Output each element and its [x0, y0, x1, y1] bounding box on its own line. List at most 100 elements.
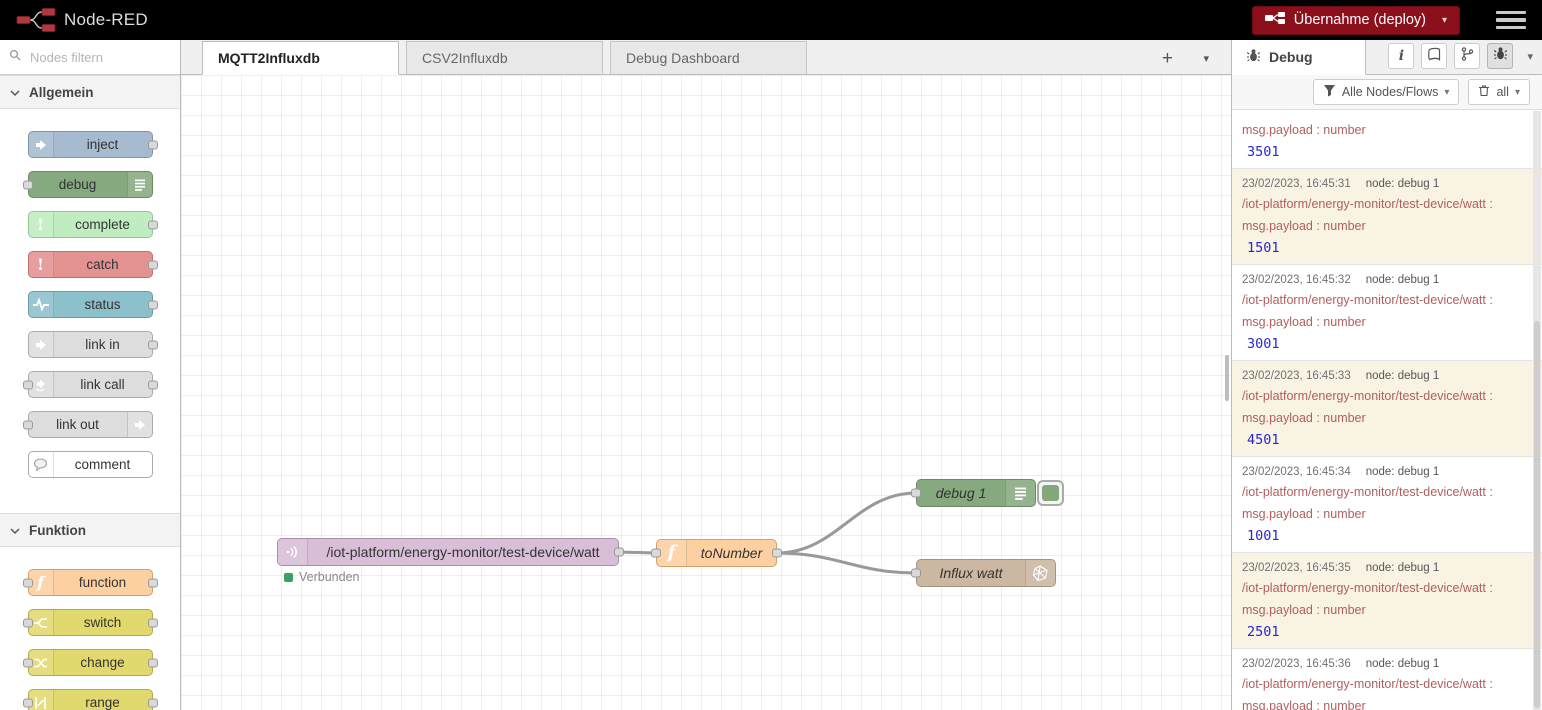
debug-enable-toggle[interactable]: [1037, 480, 1064, 506]
message-property: msg.payload : number: [1242, 219, 1366, 233]
node-output-port[interactable]: [772, 548, 782, 558]
tab-label: MQTT2Influxdb: [218, 50, 320, 66]
tab-label: Debug Dashboard: [626, 50, 740, 66]
debug-filter-button[interactable]: Alle Nodes/Flows ▾: [1312, 79, 1460, 105]
debug-filter-bar: Alle Nodes/Flows ▾ all ▾: [1232, 75, 1542, 110]
canvas-vertical-scrollbar[interactable]: [1225, 355, 1229, 401]
node-input-port[interactable]: [651, 548, 661, 558]
mqtt-broadcast-icon: [278, 539, 308, 565]
flow-canvas[interactable]: /iot-platform/energy-monitor/test-device…: [181, 75, 1231, 710]
debug-message-list[interactable]: msg.payload : number 3501 23/02/2023, 16…: [1232, 110, 1542, 710]
palette-category-funktion: Funktion f function switch chang: [0, 513, 180, 710]
palette-node-status[interactable]: status: [27, 291, 158, 318]
palette-node-link-call[interactable]: link call: [22, 371, 158, 398]
palette-node-label: complete: [75, 217, 130, 232]
palette-node-label: link in: [85, 337, 120, 352]
debug-message: 23/02/2023, 16:45:31 node: debug 1 /iot-…: [1232, 169, 1542, 265]
message-topic: /iot-platform/energy-monitor/test-device…: [1242, 677, 1493, 691]
debug-list-icon: [1005, 480, 1035, 506]
sidebar-options-caret-icon[interactable]: ▾: [1527, 50, 1533, 63]
deploy-button[interactable]: Übernahme (deploy) ▾: [1251, 5, 1460, 35]
debug-message: 23/02/2023, 16:45:35 node: debug 1 /iot-…: [1232, 553, 1542, 649]
palette-node-switch[interactable]: switch: [22, 609, 158, 636]
flow-node-mqtt-in[interactable]: /iot-platform/energy-monitor/test-device…: [277, 538, 624, 566]
message-source-node: node: debug 1: [1365, 562, 1440, 574]
palette-node-complete[interactable]: ! complete: [27, 211, 158, 238]
flow-node-tonumber[interactable]: f toNumber: [651, 539, 782, 567]
message-property: msg.payload : number: [1242, 603, 1366, 617]
sidebar-debug-panel: Debug i ▾ Alle Nodes/Flows ▾ all ▾: [1231, 40, 1542, 710]
category-header-allgemein[interactable]: Allgemein: [0, 75, 180, 109]
deploy-label: Übernahme (deploy): [1293, 12, 1426, 28]
main-menu-hamburger-icon[interactable]: [1496, 10, 1526, 30]
sidebar-header: Debug i ▾: [1232, 40, 1542, 75]
palette-node-label: link call: [80, 377, 125, 392]
exclamation-icon: !: [28, 212, 54, 237]
info-tab-button[interactable]: i: [1388, 43, 1415, 69]
palette-node-range[interactable]: range: [22, 689, 158, 710]
message-timestamp: 23/02/2023, 16:45:35: [1242, 562, 1351, 574]
message-property: msg.payload : number: [1242, 123, 1366, 137]
node-output-port[interactable]: [614, 547, 624, 557]
tab-csv2influxdb[interactable]: CSV2Influxdb: [406, 41, 603, 75]
flow-node-label: Influx watt: [939, 565, 1003, 581]
range-icon: [28, 690, 54, 710]
help-tab-button[interactable]: [1421, 43, 1448, 69]
message-source-node: node: debug 1: [1365, 466, 1440, 478]
chevron-down-icon: ▾: [1444, 86, 1450, 98]
git-branch-icon: [1461, 46, 1474, 66]
message-value: 2501: [1247, 624, 1280, 640]
node-input-port[interactable]: [911, 568, 921, 578]
tab-label: CSV2Influxdb: [422, 50, 508, 66]
category-label: Funktion: [29, 522, 86, 538]
palette-node-inject[interactable]: inject: [27, 131, 158, 158]
palette-node-label: switch: [83, 615, 122, 630]
category-header-funktion[interactable]: Funktion: [0, 513, 180, 547]
influxdb-icon: [1025, 560, 1055, 586]
flow-node-label: debug 1: [935, 485, 987, 501]
tab-mqtt2influxdb[interactable]: MQTT2Influxdb: [202, 41, 399, 75]
message-meta: 23/02/2023, 16:45:31 node: debug 1: [1242, 178, 1522, 190]
debug-message: msg.payload : number 3501: [1232, 110, 1542, 169]
node-input-port[interactable]: [911, 488, 921, 498]
message-timestamp: 23/02/2023, 16:45:34: [1242, 466, 1351, 478]
chevron-down-icon: ▾: [1514, 86, 1520, 98]
palette-node-debug[interactable]: debug: [22, 171, 153, 198]
header-bar: Node-RED Übernahme (deploy) ▾: [0, 0, 1542, 40]
palette-node-function[interactable]: f function: [22, 569, 158, 596]
debug-vertical-scrollbar[interactable]: [1533, 111, 1541, 710]
flow-tab-bar: MQTT2Influxdb CSV2Influxdb Debug Dashboa…: [181, 40, 1231, 75]
palette-node-link-out[interactable]: link out: [22, 411, 153, 438]
palette-node-comment[interactable]: comment: [27, 451, 153, 478]
palette-node-label: catch: [86, 257, 119, 272]
flow-wires[interactable]: [181, 75, 1229, 710]
message-timestamp: 23/02/2023, 16:45:36: [1242, 658, 1351, 670]
flow-node-label: /iot-platform/energy-monitor/test-device…: [326, 544, 600, 560]
flow-list-caret-icon[interactable]: ▾: [1203, 53, 1209, 65]
debug-clear-button[interactable]: all ▾: [1468, 79, 1530, 105]
node-input-port: [22, 180, 33, 189]
palette-search[interactable]: [0, 40, 180, 75]
palette-node-label: status: [84, 297, 121, 312]
deploy-options-caret-icon[interactable]: ▾: [1441, 14, 1447, 26]
chevron-down-icon: [10, 523, 20, 538]
palette-node-catch[interactable]: ! catch: [27, 251, 158, 278]
tab-debug-dashboard[interactable]: Debug Dashboard: [610, 41, 807, 75]
add-flow-button[interactable]: +: [1161, 48, 1173, 69]
config-nodes-tab-button[interactable]: [1454, 43, 1481, 69]
message-value: 3501: [1247, 144, 1280, 160]
message-property: msg.payload : number: [1242, 315, 1366, 329]
flow-node-debug1[interactable]: debug 1: [911, 479, 1036, 507]
category-label: Allgemein: [29, 84, 94, 100]
message-value: 3001: [1247, 336, 1280, 352]
palette-node-change[interactable]: change: [22, 649, 158, 676]
palette-search-input[interactable]: [28, 48, 158, 66]
palette-node-label: function: [78, 575, 127, 590]
palette-node-link-in[interactable]: link in: [27, 331, 158, 358]
message-topic: /iot-platform/energy-monitor/test-device…: [1242, 581, 1493, 595]
bug-icon: [1493, 46, 1508, 66]
debug-tab-button[interactable]: [1487, 43, 1514, 69]
sidebar-tab-debug[interactable]: Debug: [1232, 40, 1366, 75]
node-input-port: [22, 658, 33, 667]
flow-node-influx-watt[interactable]: Influx watt: [911, 559, 1056, 587]
